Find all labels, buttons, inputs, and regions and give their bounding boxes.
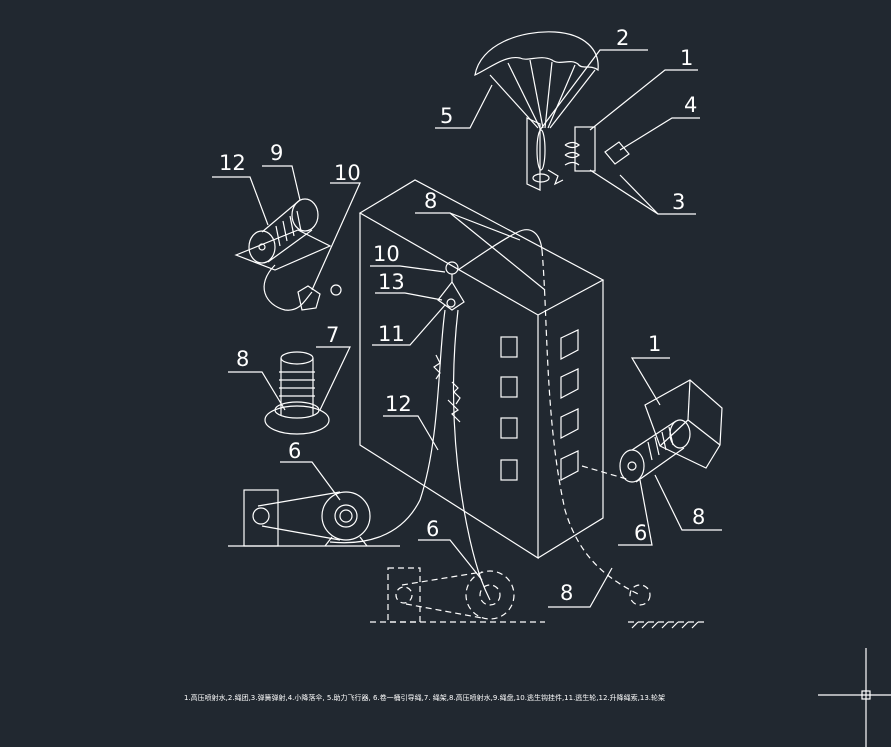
parachute xyxy=(474,31,599,129)
label-1-top: 1 xyxy=(680,46,693,70)
leader-lines xyxy=(212,49,722,608)
label-12-top: 12 xyxy=(219,151,246,175)
rope-drum xyxy=(264,351,330,435)
label-5: 5 xyxy=(440,104,453,128)
building xyxy=(358,179,605,560)
dashed-motor xyxy=(370,567,545,623)
motor-belt-drive xyxy=(228,489,400,547)
label-4: 4 xyxy=(684,93,697,117)
label-2: 2 xyxy=(616,26,629,50)
label-11: 11 xyxy=(378,322,405,346)
label-6-right: 6 xyxy=(634,521,647,545)
ground-hatch xyxy=(631,621,699,629)
label-6-bottom: 6 xyxy=(426,517,439,541)
label-12-mid: 12 xyxy=(385,392,412,416)
label-13: 13 xyxy=(378,270,405,294)
escape-pulley-assembly xyxy=(329,229,543,601)
legend-caption: 1.高压喷射水,2.绳团,3.弹簧弹射,4.小降落伞, 5.助力飞行器, 6.卷… xyxy=(184,693,665,702)
label-8-left: 8 xyxy=(236,347,249,371)
label-6-left: 6 xyxy=(288,439,301,463)
rope-reel xyxy=(234,198,342,311)
label-8-bottom: 8 xyxy=(560,581,573,605)
hex-winch xyxy=(619,379,723,483)
dashed-rope-window xyxy=(581,465,631,481)
label-1-right: 1 xyxy=(648,332,661,356)
dashed-rope xyxy=(541,249,641,596)
label-7: 7 xyxy=(326,323,339,347)
label-8-right: 8 xyxy=(692,505,705,529)
label-3: 3 xyxy=(672,190,685,214)
label-8-top: 8 xyxy=(424,189,437,213)
power-aircraft xyxy=(526,117,630,191)
label-10-top: 10 xyxy=(334,161,361,185)
crosshair-icon xyxy=(818,648,891,747)
label-10-mid: 10 xyxy=(373,242,400,266)
label-9: 9 xyxy=(270,141,283,165)
ground-pulley xyxy=(628,584,705,623)
